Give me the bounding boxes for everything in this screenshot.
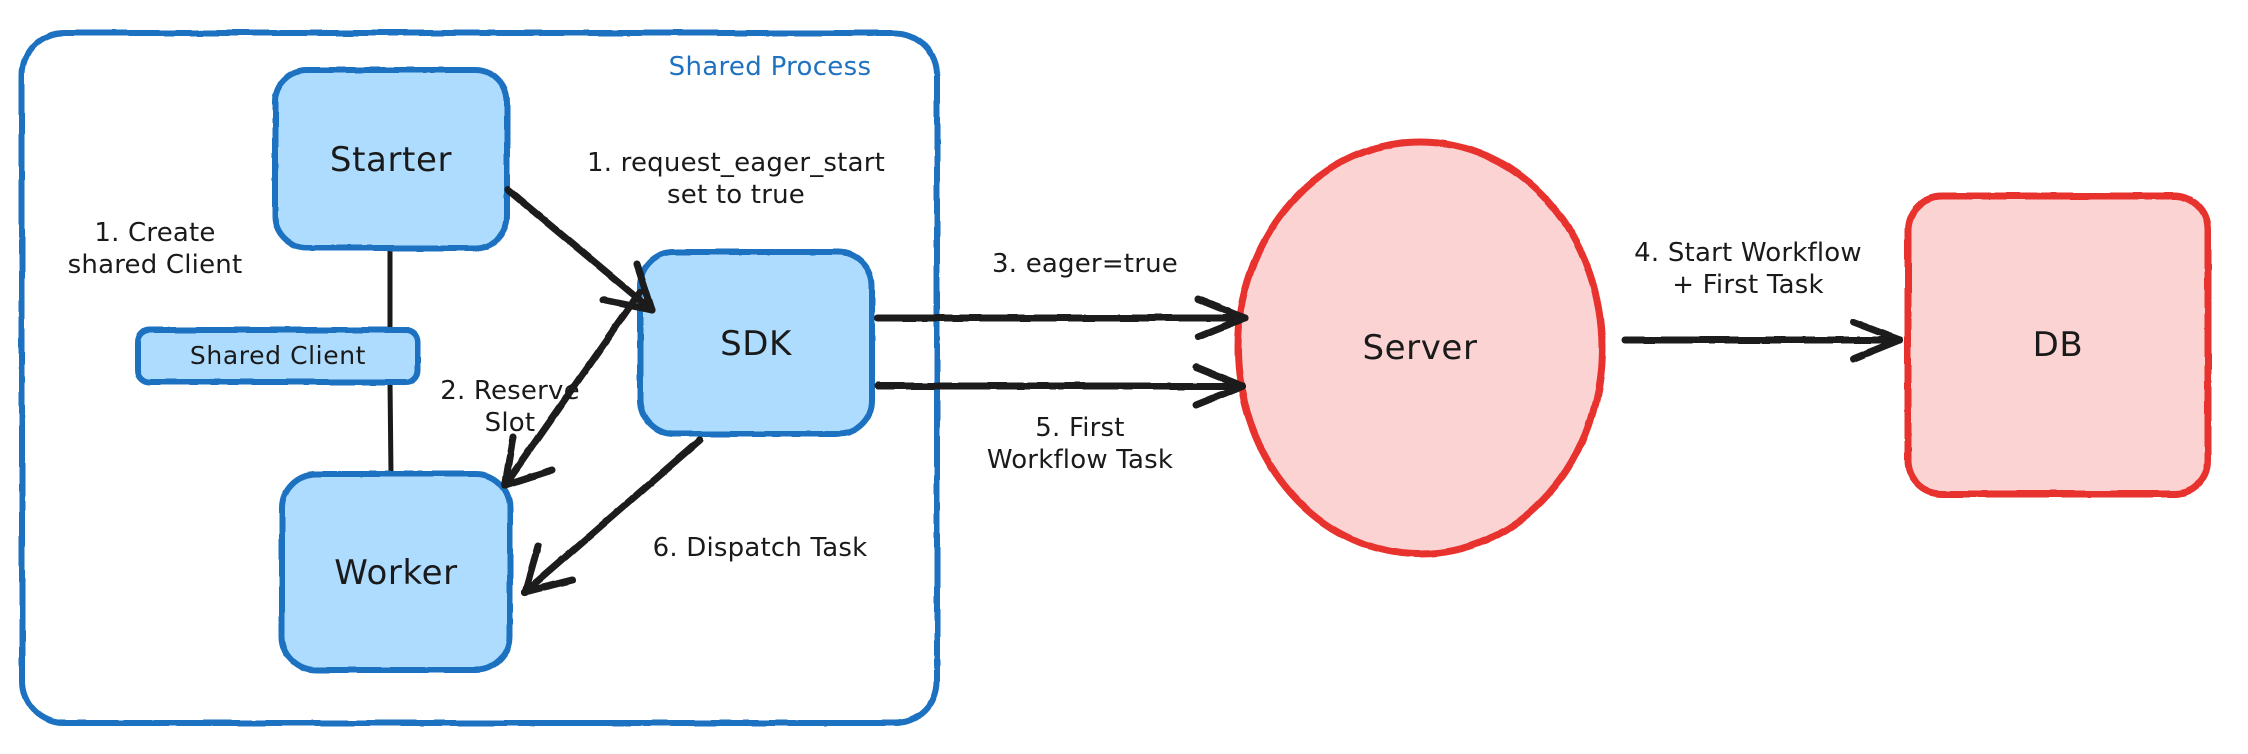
- shared-process-container[interactable]: [19, 30, 940, 726]
- arrow-sdk-to-server: [874, 295, 1249, 341]
- node-starter[interactable]: [272, 67, 510, 251]
- arrow-sdk-to-server-first-task: [874, 363, 1247, 409]
- hit-node-worker[interactable]: [282, 474, 510, 670]
- hit-node-shared-client[interactable]: [138, 330, 418, 382]
- node-db[interactable]: [1904, 192, 2212, 498]
- node-server[interactable]: [1234, 138, 1606, 558]
- node-worker[interactable]: [279, 471, 513, 673]
- connector-shared-client-worker: [387, 378, 394, 477]
- hit-node-server[interactable]: [1238, 142, 1602, 554]
- arrow-server-to-db: [1621, 318, 1904, 363]
- arrow-sdk-to-worker-reserve-slot: [501, 288, 644, 489]
- arrow-sdk-to-worker-dispatch-task: [521, 436, 704, 596]
- node-shared-client[interactable]: [135, 327, 421, 385]
- hit-node-db[interactable]: [1908, 196, 2208, 494]
- node-sdk[interactable]: [637, 249, 875, 437]
- hit-node-starter[interactable]: [275, 70, 507, 248]
- hit-node-sdk[interactable]: [640, 252, 872, 434]
- arrow-starter-to-sdk: [504, 186, 656, 314]
